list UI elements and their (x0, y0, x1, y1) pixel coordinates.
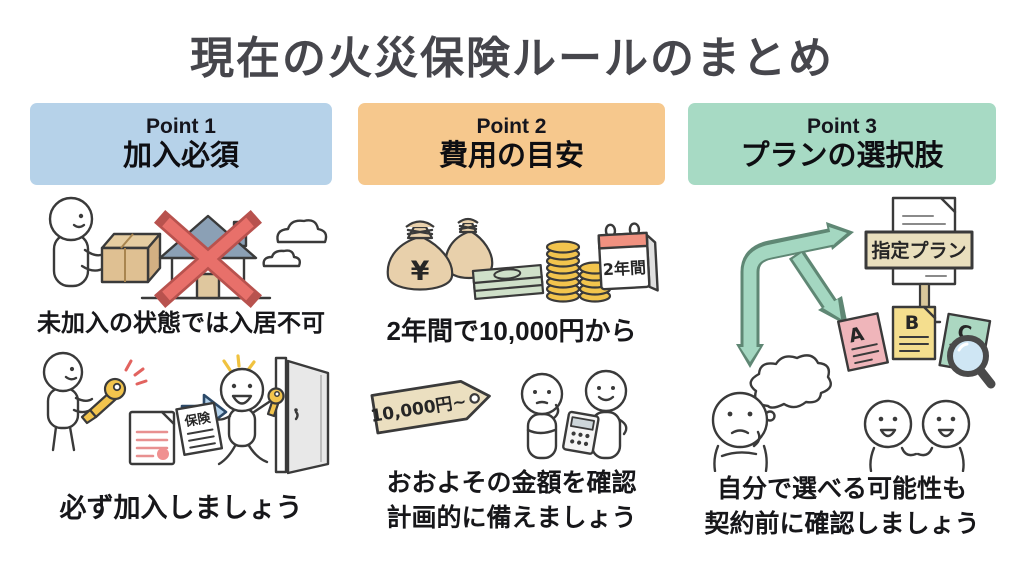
yellow-sparkle-icon (222, 354, 256, 372)
magnifier-icon (947, 335, 996, 389)
cardboard-box-icon (100, 232, 162, 284)
plan-b-doc-icon: B (891, 305, 937, 361)
person-with-box-icon (48, 196, 106, 288)
point3-label: Point 3 (806, 114, 877, 138)
caption-check-amount-line1: おおよその金額を確認 (386, 469, 637, 497)
caption-check-amount-line2: 計画的に備えましょう (386, 504, 637, 532)
sign-label: 指定プラン (871, 239, 966, 262)
point3-header: Point 3 プランの選択肢 (688, 103, 996, 185)
person-giving-key-icon (42, 351, 95, 452)
column-point2: Point 2 費用の目安 ¥ (358, 0, 665, 571)
illustration-plan-choices: 指定プラン A B C (711, 196, 996, 472)
caption-choose-yourself-line2: 契約前に確認しましょう (704, 510, 980, 538)
price-tag-icon: 10,000円~ (369, 379, 491, 435)
happy-person-icon (212, 367, 274, 466)
insurance-doc-label: 保険 (182, 410, 212, 431)
caption-choose-yourself: 自分で選べる可能性も 契約前に確認しましょう (688, 472, 996, 542)
illustration-no-entry-without-insurance (48, 196, 328, 308)
calendar-label: 2年間 (602, 258, 646, 279)
insurance-doc-icon: 保険 (175, 401, 224, 456)
contract-doc-icon (128, 410, 176, 466)
caption-no-entry: 未加入の状態では入居不可 (37, 310, 325, 337)
column-point1: Point 1 加入必須 (30, 0, 332, 571)
caption-price-from: 2年間で10,000円から (386, 316, 637, 346)
illustration-must-enroll: 保険 (42, 351, 330, 475)
illustration-cost-overview: ¥ (386, 217, 659, 303)
point3-title: プランの選択肢 (740, 139, 944, 172)
plan-a-doc-icon: A (837, 312, 889, 372)
illustration-check-amount: 10,000円~ (369, 369, 628, 460)
money-bags-icon: ¥ (386, 217, 494, 291)
column-point3: Point 3 プランの選択肢 (688, 0, 996, 571)
branching-arrows-icon (736, 222, 854, 368)
banknotes-icon (471, 263, 545, 301)
talking-pair-icon (863, 399, 971, 472)
caption-choose-yourself-line1: 自分で選べる可能性も (716, 475, 967, 503)
door-icon (274, 356, 330, 475)
small-key-icon (266, 387, 285, 418)
calculator-person-icon (574, 369, 628, 460)
pondering-person-icon (711, 391, 769, 472)
point2-title: 費用の目安 (438, 139, 584, 172)
caption-must-enroll: 必ず加入しましょう (59, 493, 303, 523)
caption-check-amount: おおよその金額を確認 計画的に備えましょう (358, 466, 665, 536)
key-icon (80, 377, 127, 425)
red-sparkle-icon (124, 359, 148, 386)
yen-symbol: ¥ (411, 256, 430, 287)
calculator-icon (562, 410, 600, 455)
clouds-icon (262, 219, 328, 268)
plan-b-label: B (905, 312, 919, 334)
point2-label: Point 2 (476, 114, 547, 138)
page-title: 現在の火災保険ルールのまとめ (190, 34, 834, 83)
point2-header: Point 2 費用の目安 (358, 103, 665, 185)
designated-plan-sign-icon: 指定プラン (864, 196, 974, 324)
point1-header: Point 1 加入必須 (30, 103, 332, 185)
red-x-icon (154, 210, 262, 308)
point1-title: 加入必須 (122, 139, 239, 172)
calendar-icon: 2年間 (597, 222, 659, 292)
point1-label: Point 1 (145, 114, 216, 138)
thinking-person-icon (520, 372, 564, 460)
plan-a-label: A (847, 323, 866, 348)
